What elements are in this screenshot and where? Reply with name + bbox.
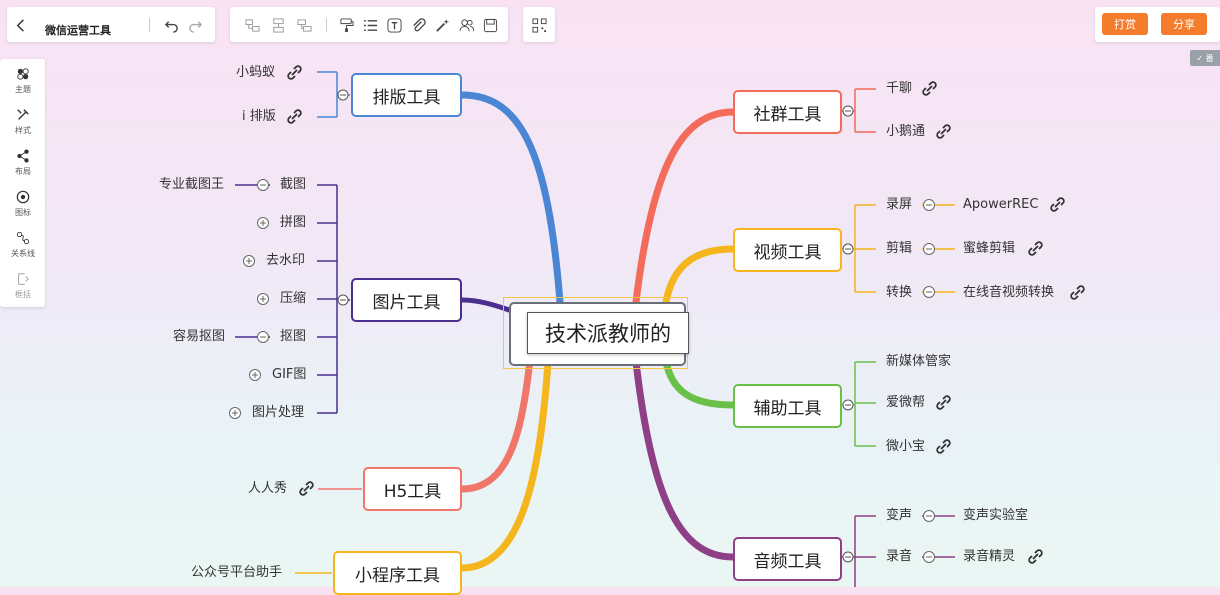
qr-code-icon[interactable] — [531, 17, 547, 33]
leaf-qushuiyin[interactable]: 去水印 — [266, 253, 306, 268]
toolbar-divider — [149, 18, 150, 32]
leaf-apowerrec[interactable]: ApowerREC — [963, 197, 1039, 212]
node-assist-tools[interactable]: 辅助工具 — [733, 384, 842, 428]
action-toolbar: 打赏 分享 — [1095, 7, 1220, 42]
sidebar-item-frame[interactable]: 框括 — [0, 272, 46, 300]
sidebar-item-theme[interactable]: 主题 — [0, 67, 46, 95]
leaf-mifeng-jianji[interactable]: 蜜蜂剪辑 — [963, 241, 1016, 256]
attachment-icon[interactable] — [410, 17, 426, 33]
leaf-luyin-jingling[interactable]: 录音精灵 — [963, 549, 1016, 564]
leaf-zhuanye-jietuwang[interactable]: 专业截图王 — [159, 177, 225, 192]
undo-icon[interactable] — [163, 17, 179, 33]
node-layout-tools[interactable]: 排版工具 — [351, 73, 462, 117]
leaf-jietu[interactable]: 截图 — [280, 177, 307, 192]
sidebar-item-label: 框括 — [15, 290, 31, 299]
leaf-gongzhonghao-zhushou[interactable]: 公众号平台助手 — [191, 565, 283, 580]
leaf-aiweibang[interactable]: 爱微帮 — [886, 395, 926, 410]
redo-icon[interactable] — [187, 17, 203, 33]
node-h5-tools[interactable]: H5工具 — [363, 467, 462, 511]
corner-tag[interactable]: ✓ 番 — [1190, 50, 1220, 66]
leaf-qianliao[interactable]: 千聊 — [886, 81, 913, 96]
frame-icon — [18, 273, 29, 285]
leaf-luping[interactable]: 录屏 — [886, 197, 913, 212]
text-icon[interactable] — [386, 17, 402, 33]
insert-parent-icon[interactable] — [296, 17, 312, 33]
layout-icon — [17, 149, 29, 163]
node-miniprogram-tools[interactable]: 小程序工具 — [333, 551, 462, 595]
leaf-zhuanhuan[interactable]: 转换 — [886, 285, 913, 300]
insert-sibling-icon[interactable] — [244, 17, 260, 33]
sidebar-item-label: 图标 — [15, 208, 31, 217]
format-painter-icon[interactable] — [338, 17, 354, 33]
leaf-gif[interactable]: GIF图 — [272, 367, 307, 382]
leaf-weixiaobao[interactable]: 微小宝 — [886, 439, 926, 454]
title-toolbar: 微信运营工具 — [7, 7, 215, 42]
leaf-pintu[interactable]: 拼图 — [280, 215, 307, 230]
connector-audio-tools — [632, 358, 737, 561]
theme-icon — [17, 68, 29, 80]
sidebar-item-icons[interactable]: 图标 — [0, 190, 46, 218]
connector-layout-tools — [458, 91, 564, 306]
sidebar-item-label: 样式 — [15, 126, 31, 135]
node-video-tools[interactable]: 视频工具 — [733, 228, 842, 272]
leaf-luyin[interactable]: 录音 — [886, 549, 913, 564]
connector-video-tools — [662, 245, 737, 306]
connector-community-tools — [632, 108, 737, 306]
leaf-biansheng[interactable]: 变声 — [886, 508, 913, 523]
connector-assist-tools — [662, 358, 737, 409]
sidebar-item-label: 关系线 — [11, 249, 35, 258]
leaf-biansheng-shiyanshi[interactable]: 变声实验室 — [963, 508, 1029, 523]
leaf-xiaoetong[interactable]: 小鹅通 — [886, 124, 926, 139]
icon-library-icon — [16, 190, 30, 204]
leaf-yasuo[interactable]: 压缩 — [280, 291, 307, 306]
leaf-jianji[interactable]: 剪辑 — [886, 241, 913, 256]
node-audio-tools[interactable]: 音频工具 — [733, 537, 842, 581]
connector-h5-tools — [458, 356, 534, 493]
node-image-tools[interactable]: 图片工具 — [351, 278, 462, 322]
leaf-tupian-chuli[interactable]: 图片处理 — [252, 405, 305, 420]
left-sidebar: 主题 样式 布局 图标 关系线 框括 — [0, 59, 45, 307]
save-icon[interactable] — [482, 17, 498, 33]
sidebar-item-style[interactable]: 样式 — [0, 108, 46, 136]
users-icon[interactable] — [458, 17, 474, 33]
leaf-renrenxiu[interactable]: 人人秀 — [248, 481, 288, 496]
leaf-xiaomayi[interactable]: 小蚂蚁 — [236, 65, 276, 80]
connector-miniprogram-tools — [458, 358, 552, 572]
center-node-editor[interactable]: 技术派教师的 — [527, 312, 689, 354]
node-community-tools[interactable]: 社群工具 — [733, 90, 842, 134]
qr-toolbar — [523, 7, 555, 42]
sidebar-item-label: 主题 — [15, 85, 31, 94]
magic-icon[interactable] — [434, 17, 450, 33]
leaf-xinmeiti-guanjia[interactable]: 新媒体管家 — [886, 354, 952, 369]
toolbar-divider — [326, 18, 327, 32]
document-title[interactable]: 微信运营工具 — [45, 24, 111, 37]
edit-toolbar — [230, 7, 508, 42]
leaf-koutu[interactable]: 抠图 — [280, 329, 307, 344]
reward-button[interactable]: 打赏 — [1102, 13, 1148, 35]
share-button[interactable]: 分享 — [1161, 13, 1207, 35]
style-icon — [17, 109, 29, 120]
back-arrow-icon[interactable] — [13, 17, 29, 33]
sidebar-item-label: 布局 — [15, 167, 31, 176]
list-icon[interactable] — [362, 17, 378, 33]
insert-child-icon[interactable] — [270, 17, 286, 33]
leaf-zaixian-zhuanhuan[interactable]: 在线音视频转换 — [963, 285, 1055, 300]
leaf-ipaiban[interactable]: i 排版 — [242, 109, 276, 124]
sidebar-item-layout[interactable]: 布局 — [0, 149, 46, 177]
bracket-audio — [840, 515, 876, 587]
leaf-rongyi-koutu[interactable]: 容易抠图 — [173, 329, 226, 344]
relation-line-icon — [16, 231, 30, 245]
sidebar-item-relation[interactable]: 关系线 — [0, 231, 46, 259]
